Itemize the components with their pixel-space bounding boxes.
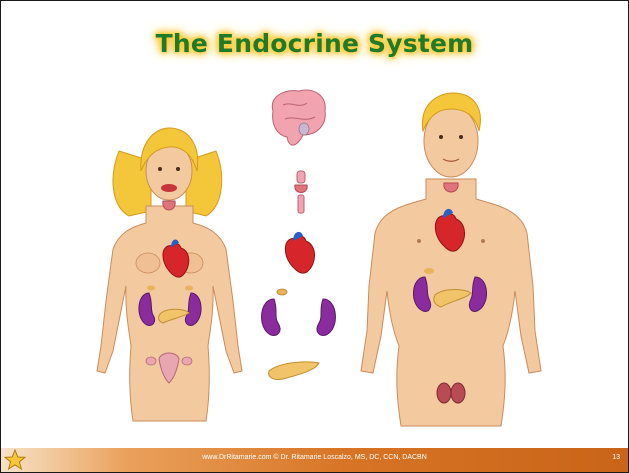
- footer-bar: www.DrRitamarie.com © Dr. Ritamarie Losc…: [1, 448, 628, 472]
- page-number: 13: [612, 454, 620, 461]
- heart-icon: [285, 232, 314, 273]
- pancreas-icon: [269, 362, 319, 380]
- center-organs: [262, 90, 336, 380]
- thyroid-icon: [295, 171, 307, 213]
- brain-icon: [272, 90, 325, 145]
- female-figure: [97, 128, 242, 421]
- footer-text: www.DrRitamarie.com © Dr. Ritamarie Losc…: [1, 454, 628, 461]
- endocrine-illustration: [1, 1, 628, 448]
- male-figure: [361, 93, 541, 426]
- adrenal-gland-icon: [277, 289, 287, 295]
- kidney-icon: [262, 299, 336, 335]
